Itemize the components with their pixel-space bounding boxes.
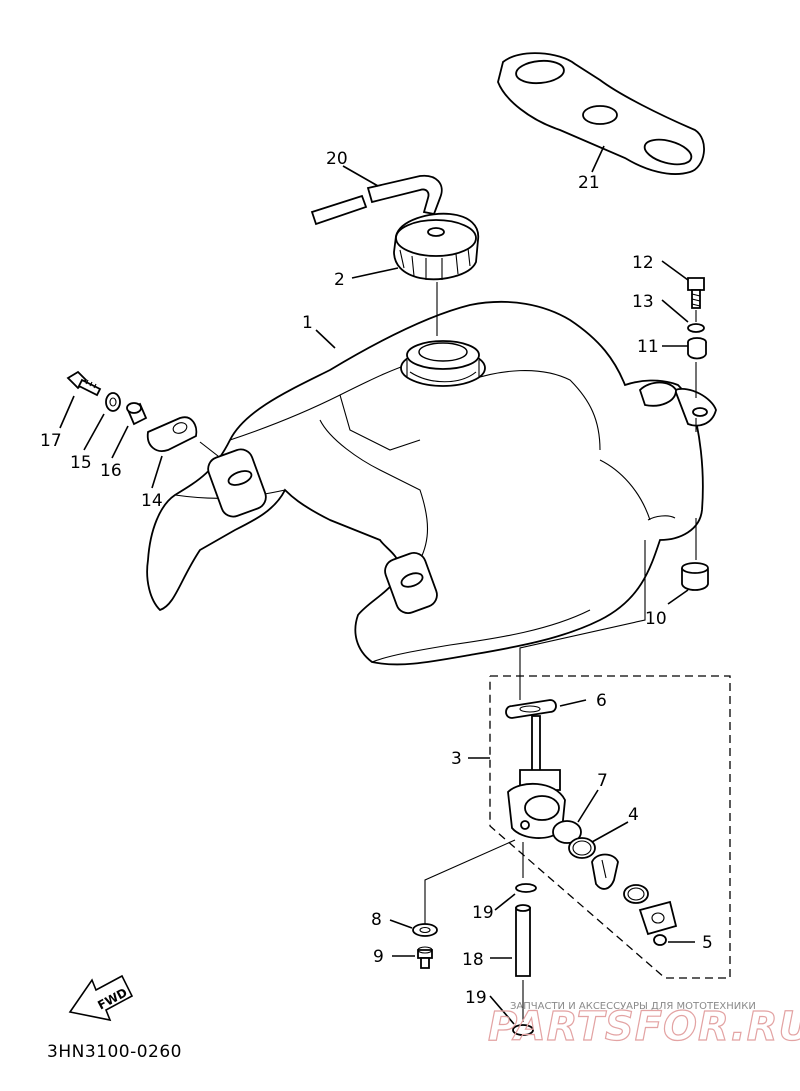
callout-18: 18 — [462, 950, 484, 970]
fwd-arrow: FWD — [68, 974, 134, 1022]
callout-11: 11 — [637, 337, 659, 357]
leader-lines — [59, 145, 695, 1025]
part-7-filter[interactable] — [552, 820, 582, 844]
part-16-collar[interactable] — [126, 402, 148, 426]
part-13-washer[interactable] — [687, 323, 705, 333]
callout-19-upper: 19 — [472, 903, 494, 923]
callout-13: 13 — [632, 292, 654, 312]
watermark-tagline: ЗАПЧАСТИ И АКСЕССУАРЫ ДЛЯ МОТОТЕХНИКИ — [510, 1001, 756, 1012]
cover-plate[interactable] — [638, 900, 678, 936]
part-6-gasket[interactable] — [505, 699, 557, 719]
part-3-fuel-cock[interactable] — [507, 715, 566, 839]
callout-3: 3 — [451, 749, 462, 769]
callout-21: 21 — [578, 173, 600, 193]
callout-14: 14 — [141, 491, 163, 511]
callout-2: 2 — [334, 270, 345, 290]
callout-5: 5 — [702, 933, 713, 953]
callout-17: 17 — [40, 431, 62, 451]
callout-15: 15 — [70, 453, 92, 473]
callout-6: 6 — [596, 691, 607, 711]
part-21-bracket-plate[interactable] — [497, 52, 705, 175]
part-20-breather-hose[interactable] — [310, 174, 443, 226]
part-4-o-ring[interactable] — [568, 837, 596, 859]
fwd-label: FWD — [95, 985, 129, 1012]
diagram-code: 3HN3100-0260 — [47, 1042, 182, 1062]
callout-labels: 20 21 2 1 12 13 11 10 17 15 16 14 6 3 7 … — [40, 149, 713, 1008]
watermark-brand: PARTSFOR.RU — [488, 1004, 800, 1050]
part-5-screw[interactable] — [653, 934, 667, 946]
part-14-damper[interactable] — [146, 416, 198, 452]
part-12-bolt[interactable] — [687, 277, 705, 309]
callout-19-lower: 19 — [465, 988, 487, 1008]
watermark: ЗАПЧАСТИ И АКСЕССУАРЫ ДЛЯ МОТОТЕХНИКИ PA… — [487, 1001, 800, 1051]
callout-16: 16 — [100, 461, 122, 481]
part-10-damper[interactable] — [681, 562, 709, 591]
center-lines — [199, 282, 697, 1022]
callout-20: 20 — [326, 149, 348, 169]
o-ring-2[interactable] — [623, 884, 649, 904]
part-15-washer[interactable] — [105, 392, 121, 412]
assembly-boundary — [489, 675, 731, 979]
callout-8: 8 — [371, 910, 382, 930]
part-9-drain-screw[interactable] — [417, 946, 433, 969]
part-17-bolt[interactable] — [66, 370, 102, 397]
part-1-fuel-tank[interactable] — [146, 300, 717, 666]
callout-10: 10 — [645, 609, 667, 629]
callout-1: 1 — [302, 313, 313, 333]
callout-7: 7 — [597, 771, 608, 791]
callout-9: 9 — [373, 947, 384, 967]
callout-12: 12 — [632, 253, 654, 273]
lever-assembly[interactable] — [591, 853, 619, 890]
part-19-clip-lower[interactable] — [512, 1024, 534, 1036]
part-18-fuel-hose[interactable] — [515, 904, 531, 977]
part-19-clip-upper[interactable] — [515, 883, 537, 893]
part-11-collar[interactable] — [687, 337, 707, 360]
part-2-fuel-cap[interactable] — [393, 212, 480, 281]
callout-4: 4 — [628, 805, 639, 825]
part-8-washer[interactable] — [412, 923, 438, 937]
